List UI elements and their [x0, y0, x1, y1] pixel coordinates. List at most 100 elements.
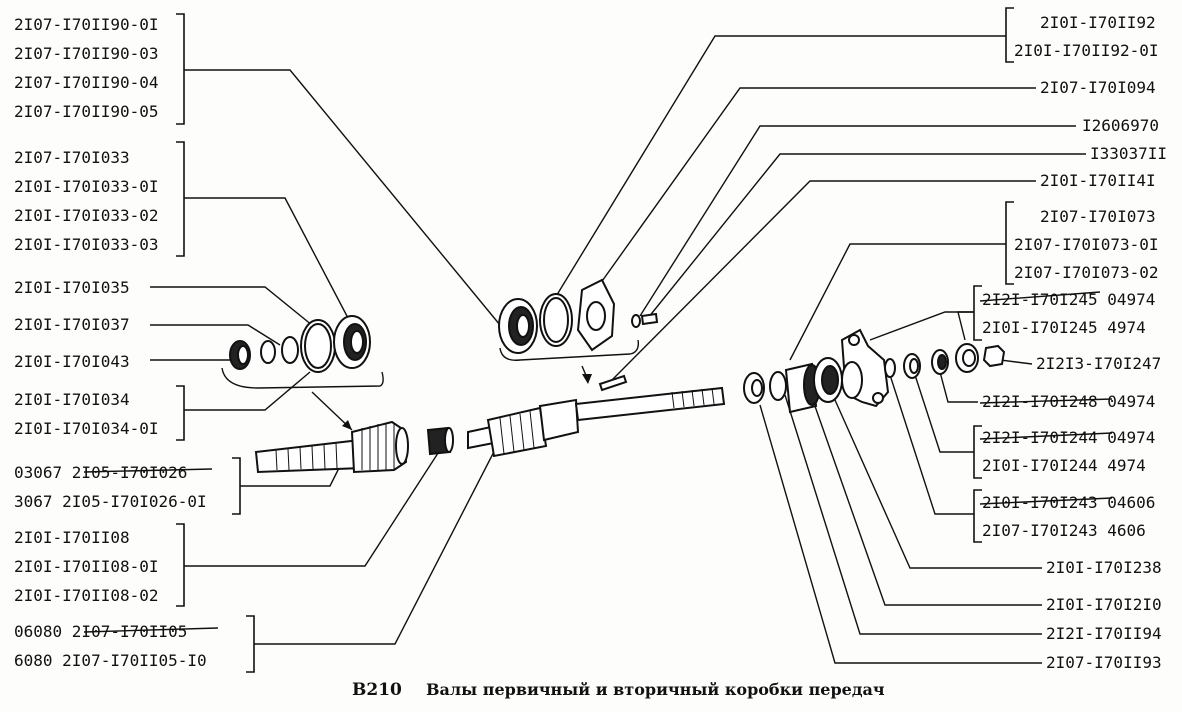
bearing-circlip-inner: [543, 297, 569, 343]
label-line: 2I0I-I70I243 04606: [982, 493, 1155, 512]
label-line: 2I0I-I70I238: [1046, 558, 1162, 577]
right-label-group-9: 2I2I-I70I248 04974: [979, 392, 1155, 411]
needle-bearing-face: [444, 427, 454, 453]
leader-line: [957, 311, 974, 341]
label-line: 2I0I-I70I034-0I: [14, 419, 159, 438]
arrow-head: [342, 420, 352, 430]
right-label-group-14: 2I2I-I70II94: [1046, 624, 1162, 643]
figure-caption: B210 Валы первичный и вторичный коробки …: [352, 680, 885, 700]
left-label-group-9: 06080 2I07-I70II05 6080 2I07-I70II05-I0: [14, 615, 255, 673]
figure-code: B210: [352, 680, 402, 700]
left-label-group-6: 2I0I-I70I034 2I0I-I70I034-0I: [14, 385, 185, 441]
label-line: 2I2I-I70II94: [1046, 624, 1162, 643]
right-label-group-4: I33037II: [1090, 144, 1167, 163]
flange-bolt-hole: [872, 392, 884, 404]
lock-ring-bore: [937, 354, 947, 370]
label-line: 2I07-I70II90-03: [14, 44, 159, 63]
label-line: 3067 2I05-I70I026-0I: [14, 492, 207, 511]
label-line: 2I07-I70II93: [1046, 653, 1162, 672]
leader-line: [784, 394, 1042, 635]
right-label-group-3: I2606970: [1082, 116, 1159, 135]
label-line: I33037II: [1090, 144, 1167, 163]
left-label-group-1: 2I07-I70II90-0I 2I07-I70II90-03 2I07-I70…: [14, 13, 185, 125]
speedometer-gear-hub: [821, 365, 839, 395]
label-line: 2I0I-I70II92-0I: [1014, 41, 1159, 60]
right-label-group-12: 2I0I-I70I238: [1046, 558, 1162, 577]
leader-line: [184, 449, 441, 567]
label-line: 2I0I-I70I034: [14, 390, 130, 409]
left-label-group-3: 2I0I-I70I035: [14, 278, 130, 297]
label-line: 2I2I3-I70I247: [1036, 354, 1161, 373]
label-line: 2I0I-I70I037: [14, 315, 130, 334]
input-shaft-parts: [221, 315, 454, 474]
leader-line: [184, 69, 501, 326]
leader-line: [647, 153, 1086, 319]
washer: [884, 358, 896, 378]
label-line: 2I07-I70I073: [1040, 207, 1156, 226]
arrow-head: [582, 374, 592, 384]
group-bracket: [499, 339, 640, 361]
label-line: 2I07-I70II90-04: [14, 73, 159, 92]
right-label-group-6: 2I07-I70I073 2I07-I70I073-0I 2I07-I70I07…: [1005, 201, 1159, 285]
label-line: 2I0I-I70II08: [14, 528, 130, 547]
leader-line: [914, 374, 974, 453]
leader-line: [240, 461, 343, 487]
label-line: 2I0I-I70II92: [1040, 13, 1156, 32]
snap-ring: [281, 336, 299, 364]
leader-line: [789, 243, 1006, 361]
leader-line: [150, 286, 319, 331]
bracket: [973, 489, 982, 543]
left-label-group-2: 2I07-I70I033 2I0I-I70I033-0I 2I0I-I70I03…: [14, 141, 185, 257]
flange-nut: [982, 344, 1006, 368]
bracket: [973, 425, 982, 479]
woodruff-key: [598, 374, 628, 392]
label-line: 2I2I-I70I244 04974: [982, 428, 1155, 447]
label-line: 2I0I-I70II4I: [1040, 171, 1156, 190]
bracket: [1005, 201, 1014, 285]
leader-line: [554, 35, 1006, 299]
label-line: 03067 2I05-I70I026: [14, 463, 187, 482]
left-label-group-8: 2I0I-I70II08 2I0I-I70II08-0I 2I0I-I70II0…: [14, 523, 185, 607]
bracket: [973, 285, 982, 341]
gear-face: [395, 427, 409, 465]
leader-line: [759, 404, 1042, 664]
bracket: [176, 523, 185, 607]
input-gear-teeth: [361, 423, 395, 470]
leader-line: [639, 125, 1076, 317]
bracket: [232, 457, 241, 515]
strikethrough: [979, 497, 1113, 505]
label-line: 2I2I-I70I245 04974: [982, 290, 1155, 309]
leader-lines: [150, 35, 1086, 664]
right-label-group-5: 2I0I-I70II4I: [1040, 171, 1156, 190]
input-shaft-body: [254, 438, 364, 474]
end-collar-bore: [962, 349, 976, 367]
flange-bolt-hole: [848, 334, 860, 346]
flange-bore: [841, 361, 863, 399]
output-shaft-hub: [538, 398, 580, 442]
label-line: 2I0I-I70I2I0: [1046, 595, 1162, 614]
spacer-ring: [769, 371, 787, 401]
seal-ring-inner: [237, 345, 249, 365]
label-line: 2I07-I70I033: [14, 148, 130, 167]
leader-line: [939, 371, 978, 403]
label-line: 2I0I-I70I033-03: [14, 235, 159, 254]
right-label-group-11: 2I0I-I70I243 04606 2I07-I70I243 4606: [973, 489, 1155, 543]
leader-line: [809, 391, 1042, 606]
strikethrough: [979, 432, 1113, 440]
strikethrough: [979, 291, 1101, 302]
label-line: 2I0I-I70I244 4974: [982, 456, 1146, 475]
left-label-group-7: 03067 2I05-I70I026 3067 2I05-I70I026-0I: [14, 457, 241, 515]
bolt: [640, 312, 659, 326]
right-label-group-2: 2I07-I70I094: [1040, 78, 1156, 97]
right-label-group-13: 2I0I-I70I2I0: [1046, 595, 1162, 614]
left-label-group-4: 2I0I-I70I037: [14, 315, 130, 334]
strikethrough: [979, 398, 1113, 404]
collar-bore: [751, 379, 763, 397]
rear-bearing-bore: [516, 314, 530, 338]
strikethrough: [83, 627, 219, 633]
label-line: 2I2I-I70I248 04974: [982, 392, 1155, 411]
bracket: [1005, 7, 1014, 63]
leader-line: [889, 374, 974, 515]
bearing-bore: [350, 330, 364, 354]
